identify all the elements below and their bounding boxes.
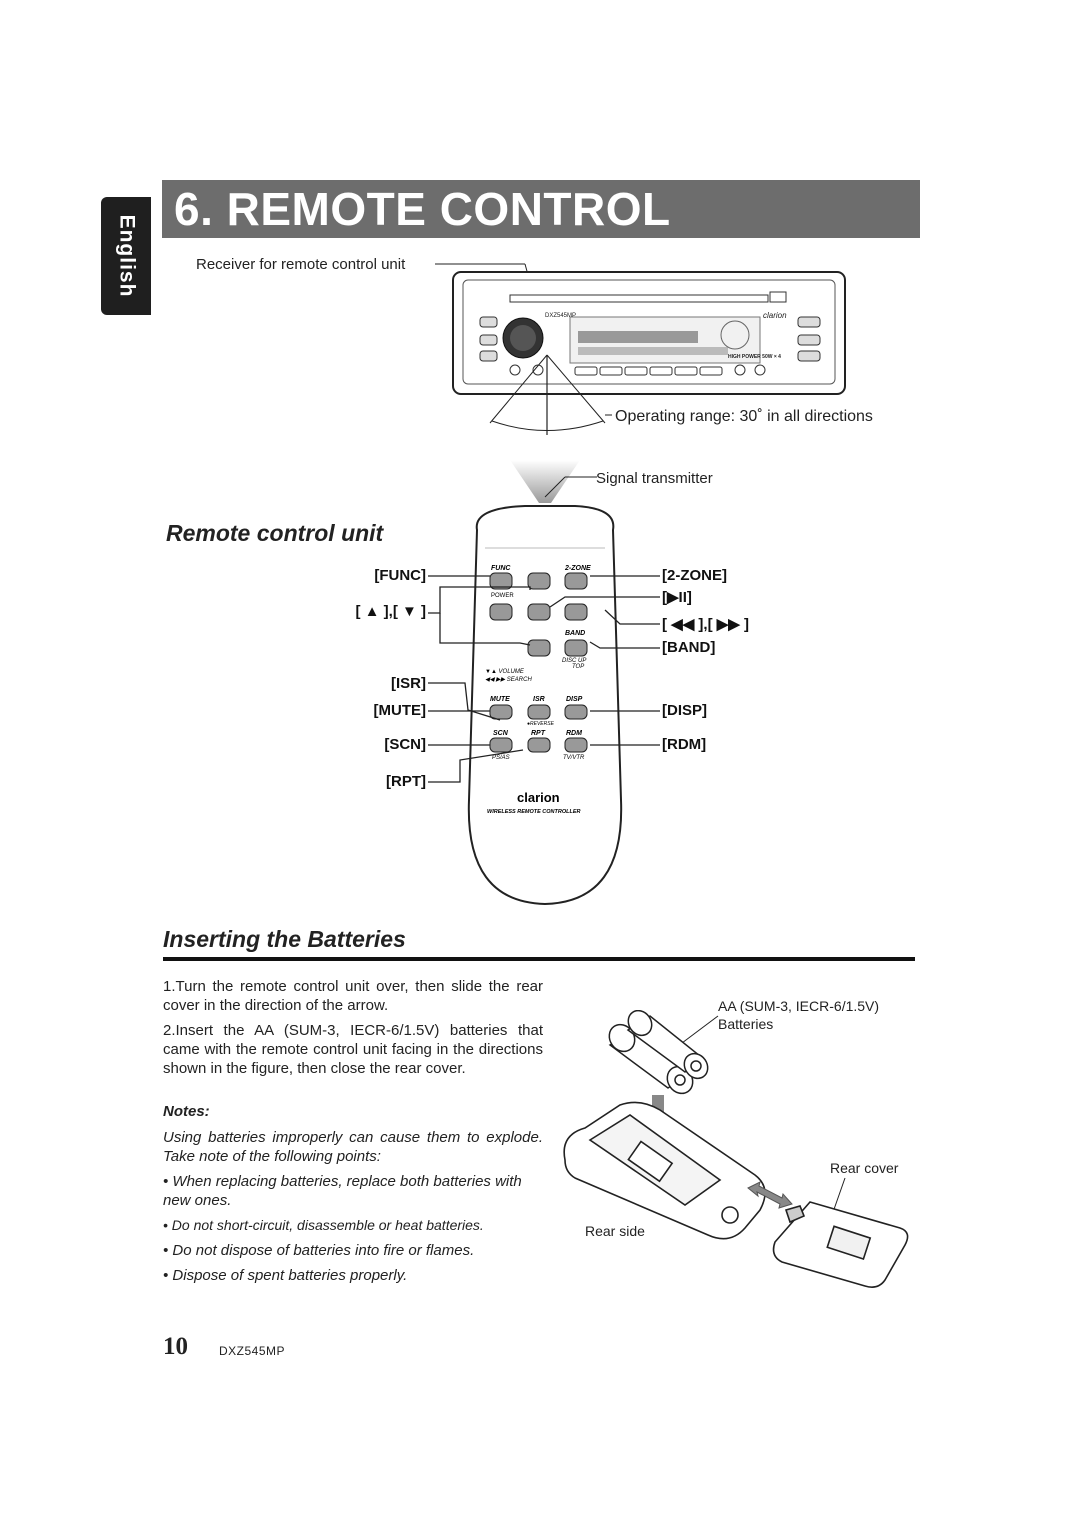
remote-rdm-button[interactable] — [564, 737, 588, 753]
callout-up-down: [ ▲ ],[ ▼ ] — [355, 603, 426, 620]
remote-rpt-button[interactable] — [527, 737, 551, 753]
step-2: 2.Insert the AA (SUM-3, IECR-6/1.5V) bat… — [163, 1022, 543, 1077]
remote-zone-button[interactable] — [564, 572, 588, 590]
page-title: 6. REMOTE CONTROL — [174, 183, 671, 235]
callout-mute: [MUTE] — [373, 702, 427, 719]
receiver-label: Receiver for remote control unit — [196, 256, 406, 273]
footer-model: DXZ545MP — [219, 1344, 286, 1358]
head-unit-model: DXZ545MP — [545, 313, 576, 319]
battery-type-label: AA (SUM-3, IECR-6/1.5V) — [718, 998, 880, 1014]
remote-disp-text: DISP — [566, 696, 583, 703]
remote-next-button[interactable] — [564, 603, 588, 621]
callout-seek: [ ◀◀ ],[ ▶▶ ] — [662, 616, 749, 633]
section-rule — [163, 957, 915, 961]
batteries-label: Batteries — [718, 1016, 774, 1032]
remote-ps-text: PS/AS — [492, 755, 510, 761]
callout-rpt: [RPT] — [386, 773, 426, 790]
batteries-section-heading: Inserting the Batteries — [163, 926, 406, 952]
language-tab: English — [101, 197, 151, 315]
callout-band: [BAND] — [662, 639, 716, 656]
remote-band-text: BAND — [565, 630, 585, 637]
remote-section-heading: Remote control unit — [166, 520, 384, 546]
callout-rdm: [RDM] — [662, 736, 707, 753]
remote-down-button[interactable] — [527, 639, 551, 657]
operating-range-label: Operating range: 30˚ in all directions — [615, 408, 873, 425]
remote-func-text: FUNC — [491, 565, 511, 572]
step-1: 1.Turn the remote control unit over, the… — [163, 978, 543, 1014]
note-item: • Dispose of spent batteries properly. — [163, 1267, 408, 1284]
remote-play-button[interactable] — [527, 603, 551, 621]
callout-isr: [ISR] — [391, 675, 426, 692]
remote-prev-button[interactable] — [489, 603, 513, 621]
callout-play-pause: [▶II] — [662, 589, 692, 606]
remote-tv-text: TV/VTR — [563, 755, 585, 761]
callout-disp: [DISP] — [662, 702, 707, 719]
battery-insertion-diagram — [563, 1010, 909, 1288]
remote-isr-text: ISR — [533, 696, 545, 703]
remote-mute-text: MUTE — [490, 696, 510, 703]
callout-func: [FUNC] — [374, 567, 426, 584]
remote-search-text: ◀◀ ▶▶ SEARCH — [485, 677, 532, 683]
remote-caption: WIRELESS REMOTE CONTROLLER — [487, 809, 581, 815]
signal-beam — [510, 460, 597, 503]
remote-zone-text: 2-ZONE — [564, 565, 591, 572]
remote-top-text: TOP — [572, 664, 584, 670]
head-unit-power: HIGH POWER 50W × 4 — [728, 354, 781, 360]
note-item: • Do not dispose of batteries into fire … — [163, 1242, 475, 1259]
remote-reverse-text: ●REVERSE — [527, 721, 555, 727]
language-tab-label: English — [115, 214, 138, 298]
callout-scn: [SCN] — [384, 736, 426, 753]
page-title-bar: 6. REMOTE CONTROL — [162, 180, 920, 238]
remote-scn-text: SCN — [493, 730, 509, 737]
remote-up-button[interactable] — [527, 572, 551, 590]
remote-power-text: POWER — [491, 593, 514, 599]
notes-title: Notes: — [163, 1103, 210, 1120]
remote-band-button[interactable] — [564, 639, 588, 657]
page-number: 10 — [163, 1333, 188, 1360]
remote-isr-button[interactable] — [527, 704, 551, 720]
note-item: • When replacing batteries, replace both… — [163, 1173, 522, 1209]
note-item: • Do not short-circuit, disassemble or h… — [163, 1217, 484, 1233]
remote-disp-button[interactable] — [564, 704, 588, 720]
notes-intro: Using batteries improperly can cause the… — [163, 1129, 543, 1165]
remote-brand: clarion — [517, 790, 560, 805]
callout-lines — [428, 575, 660, 783]
remote-func-button[interactable] — [489, 572, 513, 590]
callout-zone: [2-ZONE] — [662, 567, 727, 584]
rear-side-label: Rear side — [585, 1223, 645, 1239]
remote-disc-text: DISC UP — [562, 658, 586, 664]
signal-transmitter-label: Signal transmitter — [596, 470, 713, 487]
remote-mute-button[interactable] — [489, 704, 513, 720]
remote-rdm-text: RDM — [566, 730, 582, 737]
remote-rpt-text: RPT — [531, 730, 546, 737]
head-unit-brand: clarion — [763, 311, 787, 320]
rear-cover-label: Rear cover — [830, 1160, 899, 1176]
remote-control-diagram: FUNC 2-ZONE POWER BAND DISC UP TOP ▼▲ VO… — [467, 505, 623, 906]
head-unit-diagram: DXZ545MP clarion HIGH POWER 50W × 4 — [435, 263, 846, 435]
remote-volume-text: ▼▲ VOLUME — [485, 669, 525, 675]
